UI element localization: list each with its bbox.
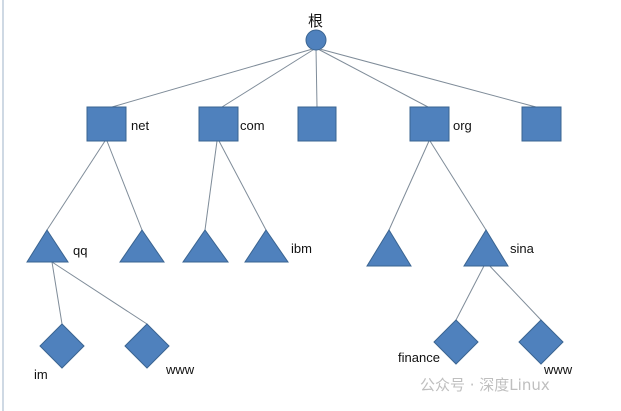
finance-label: finance: [398, 350, 440, 365]
root-node: [305, 29, 327, 51]
edge-net-t2: [106, 140, 143, 231]
sina-label: sina: [510, 241, 534, 256]
edge-org-t5: [388, 140, 430, 231]
node-qq: [26, 229, 69, 263]
edge-root-net: [111, 47, 317, 108]
edge-com-t3: [204, 140, 218, 231]
edge-root-mid: [315, 47, 318, 108]
node-right: [521, 106, 562, 142]
node-finance: [433, 319, 479, 365]
edge-com-ibm: [218, 140, 267, 231]
net-label: net: [131, 118, 150, 133]
edge-qq-im: [51, 261, 63, 325]
node-com: [198, 106, 239, 142]
node-mid: [297, 106, 337, 142]
node-net: [86, 106, 127, 142]
im-label: im: [34, 367, 48, 382]
edge-qq-www: [51, 261, 148, 325]
com-label: com: [240, 118, 265, 133]
edge-root-com: [221, 47, 317, 108]
edge-root-right: [315, 47, 537, 108]
edges: [46, 47, 542, 325]
www-sina-label: www: [544, 362, 573, 377]
edge-sina-www: [485, 261, 542, 321]
edge-net-qq: [46, 140, 106, 231]
node-sina: [463, 229, 509, 267]
node-ibm: [244, 229, 289, 263]
qq-label: qq: [73, 243, 88, 258]
node-com-1: [182, 229, 229, 263]
node-org: [409, 106, 450, 142]
edge-sina-finance: [455, 261, 487, 321]
root-label: 根: [308, 13, 324, 30]
node-im: [39, 323, 85, 369]
ibm-label: ibm: [291, 241, 312, 256]
org-label: org: [453, 118, 472, 133]
node-www-qq: [124, 323, 170, 369]
edge-org-sina: [429, 140, 487, 231]
node-org-1: [366, 229, 412, 267]
edge-root-org: [315, 47, 429, 108]
node-net-2: [119, 229, 165, 263]
watermark: 公众号 · 深度Linux: [420, 376, 550, 394]
node-www-sina: [518, 319, 564, 365]
www-qq-label: www: [166, 362, 195, 377]
